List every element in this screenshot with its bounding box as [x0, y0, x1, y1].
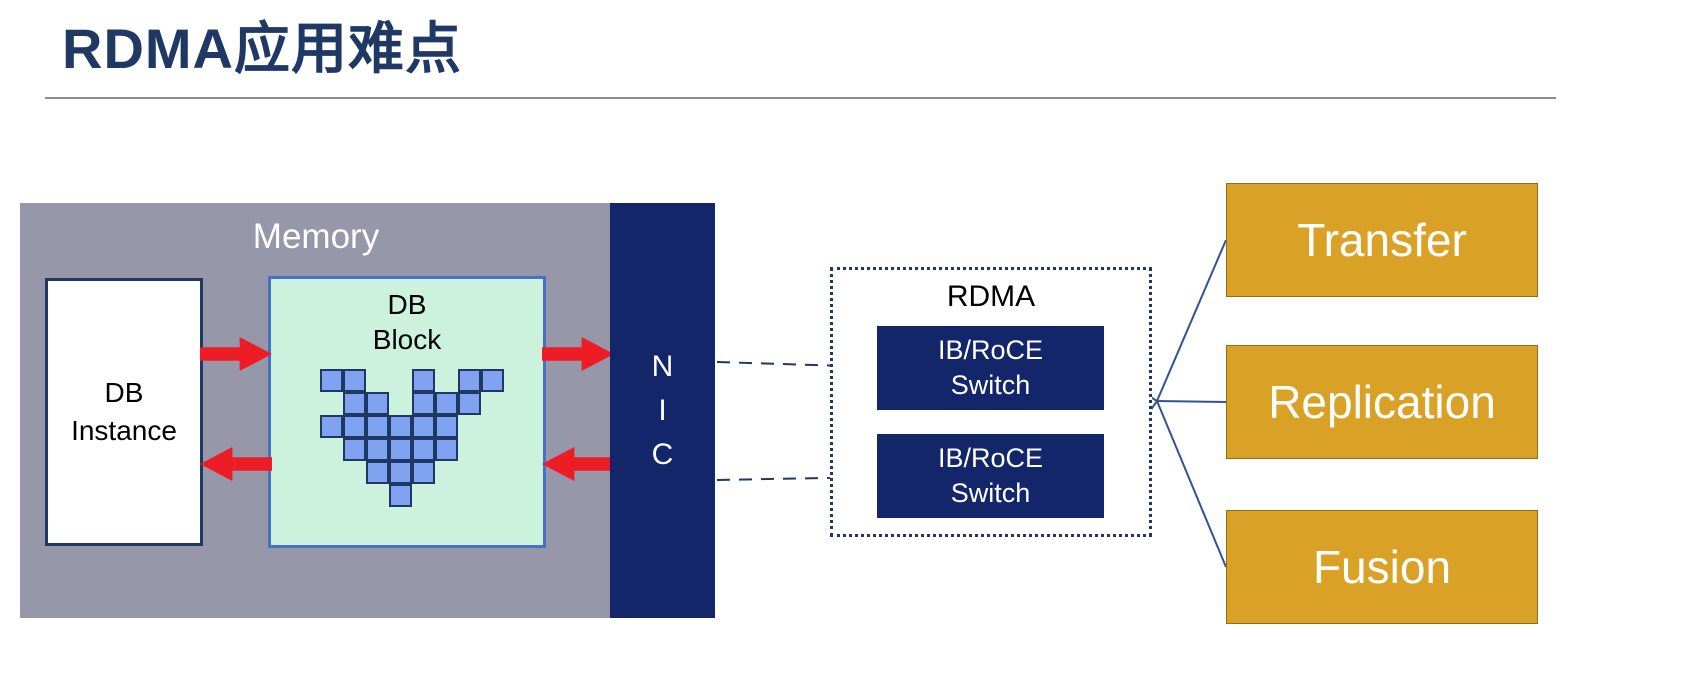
db-block-empty-cell: [481, 438, 504, 461]
db-block-square: [412, 415, 435, 438]
db-instance-label-line1: DB: [104, 377, 144, 409]
db-block-square: [366, 438, 389, 461]
db-block-label-line2: Block: [372, 324, 442, 355]
title-divider: [45, 97, 1556, 99]
db-block-square: [320, 415, 343, 438]
db-block-empty-cell: [458, 461, 481, 484]
nic-letter-c: C: [651, 437, 674, 471]
db-block-square: [412, 392, 435, 415]
hub-to-fusion-line: [1156, 400, 1227, 568]
db-block-empty-cell: [320, 438, 343, 461]
db-instance-label-line2: Instance: [71, 415, 177, 446]
db-block-square: [366, 461, 389, 484]
output-replication-label: Replication: [1268, 376, 1496, 428]
db-block-box: DB Block: [268, 276, 546, 548]
nic-box: N I C: [610, 203, 715, 618]
db-block-square: [389, 461, 412, 484]
switch2-label-line2: Switch: [950, 478, 1031, 508]
db-block-square: [366, 415, 389, 438]
db-block-square: [343, 392, 366, 415]
rdma-label: RDMA: [946, 280, 1036, 313]
db-block-empty-cell: [435, 484, 458, 507]
db-block-square: [343, 438, 366, 461]
db-block-square: [435, 392, 458, 415]
output-replication-box: Replication: [1226, 345, 1538, 459]
db-block-pattern: [320, 369, 504, 507]
hub-to-transfer-line: [1156, 239, 1227, 402]
db-block-square: [389, 438, 412, 461]
db-block-square: [366, 392, 389, 415]
db-block-empty-cell: [481, 392, 504, 415]
db-block-square: [343, 415, 366, 438]
switch1-label-line2: Switch: [950, 370, 1031, 400]
db-block-empty-cell: [343, 461, 366, 484]
db-block-square: [412, 461, 435, 484]
db-block-label-line1: DB: [387, 289, 427, 320]
ib-roce-switch-2: IB/RoCE Switch: [877, 434, 1104, 518]
nic-letter-n: N: [651, 349, 674, 383]
hub-to-replication-line: [1156, 400, 1227, 403]
db-block-label: DB Block: [271, 287, 543, 357]
memory-label: Memory: [252, 217, 380, 256]
db-block-empty-cell: [389, 392, 412, 415]
db-block-empty-cell: [389, 369, 412, 392]
db-block-square: [435, 438, 458, 461]
db-block-empty-cell: [435, 369, 458, 392]
output-transfer-box: Transfer: [1226, 183, 1538, 297]
db-block-empty-cell: [458, 415, 481, 438]
db-instance-box: DB Instance: [45, 278, 203, 546]
db-block-square: [412, 438, 435, 461]
db-block-square: [435, 415, 458, 438]
ib-roce-switch-1: IB/RoCE Switch: [877, 326, 1104, 410]
db-block-empty-cell: [320, 461, 343, 484]
db-block-empty-cell: [458, 438, 481, 461]
db-block-square: [458, 392, 481, 415]
db-block-empty-cell: [366, 484, 389, 507]
db-block-empty-cell: [458, 484, 481, 507]
db-block-empty-cell: [343, 484, 366, 507]
db-block-empty-cell: [481, 461, 504, 484]
db-block-square: [320, 369, 343, 392]
db-block-empty-cell: [481, 415, 504, 438]
nic-letter-i: I: [658, 393, 667, 427]
db-block-empty-cell: [320, 392, 343, 415]
db-block-empty-cell: [481, 484, 504, 507]
db-block-empty-cell: [435, 461, 458, 484]
output-fusion-box: Fusion: [1226, 510, 1538, 624]
db-block-empty-cell: [412, 484, 435, 507]
db-block-square: [481, 369, 504, 392]
db-block-square: [343, 369, 366, 392]
output-fusion-label: Fusion: [1312, 541, 1452, 593]
db-block-square: [412, 369, 435, 392]
db-block-square: [458, 369, 481, 392]
db-block-square: [389, 484, 412, 507]
switch2-label-line1: IB/RoCE: [937, 442, 1044, 473]
db-block-square: [389, 415, 412, 438]
slide-title: RDMA应用难点: [62, 17, 462, 80]
switch1-label-line1: IB/RoCE: [937, 334, 1044, 365]
db-block-empty-cell: [366, 369, 389, 392]
output-transfer-label: Transfer: [1297, 214, 1467, 266]
db-block-empty-cell: [320, 484, 343, 507]
